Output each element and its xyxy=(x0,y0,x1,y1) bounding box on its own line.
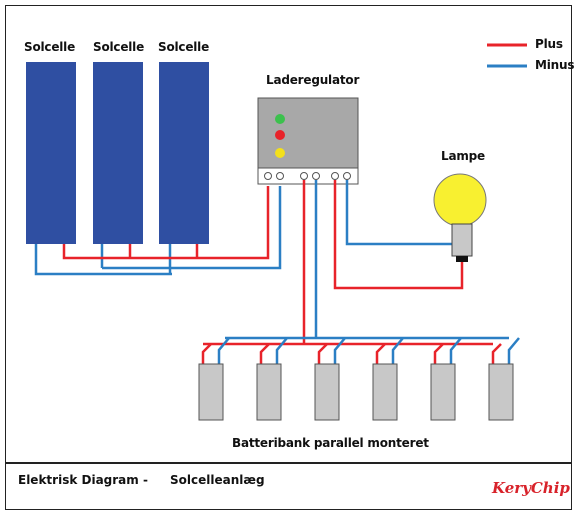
panel-plus-wires xyxy=(62,186,270,260)
solar-panel-2 xyxy=(93,62,143,244)
terminal-4 xyxy=(312,172,320,180)
lamp-label: Lampe xyxy=(441,149,485,163)
regulator-body xyxy=(257,97,359,169)
terminal-1 xyxy=(264,172,272,180)
battery-cell xyxy=(256,363,282,421)
regulator-label: Laderegulator xyxy=(266,73,360,87)
lamp-plus-wire xyxy=(333,180,464,290)
terminal-2 xyxy=(276,172,284,180)
led-yellow-icon xyxy=(275,148,285,158)
brand-logo: KeryChip xyxy=(492,479,570,497)
footer-divider xyxy=(5,462,572,464)
legend-minus-label: Minus xyxy=(535,58,575,72)
led-green-icon xyxy=(275,114,285,124)
lamp-base xyxy=(451,223,473,257)
battery-minus-wire xyxy=(333,337,346,364)
lamp xyxy=(433,173,487,262)
terminal-3 xyxy=(300,172,308,180)
battery-plus-wire xyxy=(201,343,212,364)
battery-bank-label: Batteribank parallel monteret xyxy=(232,436,429,450)
battery-minus-wire xyxy=(449,337,462,364)
led-red-icon xyxy=(275,130,285,140)
lamp-minus-wire xyxy=(345,180,452,246)
battery-minus-wire xyxy=(391,337,404,364)
panel-label-2: Solcelle xyxy=(93,40,145,54)
battery-minus-wire xyxy=(507,337,520,364)
battery-cell xyxy=(488,363,514,421)
battery-minus-wire xyxy=(275,337,288,364)
battery-cell xyxy=(372,363,398,421)
solar-panel-3 xyxy=(159,62,209,244)
solar-panel-1 xyxy=(26,62,76,244)
terminal-5 xyxy=(331,172,339,180)
lamp-socket xyxy=(456,256,468,262)
terminal-6 xyxy=(343,172,351,180)
battery-bank xyxy=(198,336,520,421)
battery-plus-wire xyxy=(375,343,386,364)
battery-cell xyxy=(430,363,456,421)
lamp-bulb-icon xyxy=(433,173,487,227)
battery-minus-wire xyxy=(217,337,230,364)
solar-panels xyxy=(26,62,209,244)
panel-label-3: Solcelle xyxy=(158,40,210,54)
battery-plus-wire xyxy=(259,343,270,364)
footer-title: Elektrisk Diagram - xyxy=(18,473,148,487)
battery-plus-wire xyxy=(433,343,444,364)
panel-label-1: Solcelle xyxy=(24,40,76,54)
legend-plus-label: Plus xyxy=(535,37,563,51)
battery-cell xyxy=(314,363,340,421)
footer-subtitle: Solcelleanlæg xyxy=(170,473,265,487)
charge-regulator xyxy=(257,97,359,185)
battery-plus-wire xyxy=(317,343,328,364)
battery-plus-wire xyxy=(491,343,502,364)
battery-cell xyxy=(198,363,224,421)
